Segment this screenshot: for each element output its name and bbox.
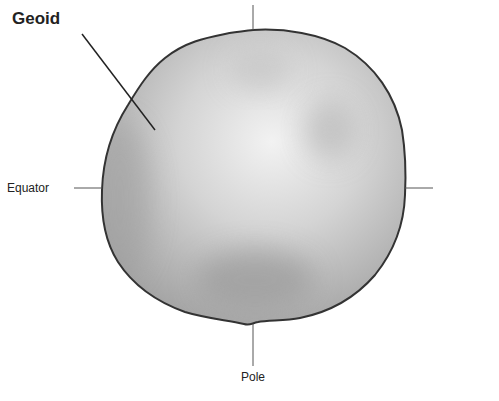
leader-line <box>82 34 155 130</box>
shape-label: Geoid <box>12 9 60 29</box>
axis-tick <box>405 188 433 189</box>
axis-tick <box>74 188 102 189</box>
axis-label: Pole <box>241 370 265 384</box>
axis-label: Equator <box>7 181 49 195</box>
axis-tick <box>253 5 254 30</box>
geoid-outline <box>102 30 406 325</box>
axis-tick <box>253 324 254 366</box>
geoid-fill <box>90 20 420 340</box>
